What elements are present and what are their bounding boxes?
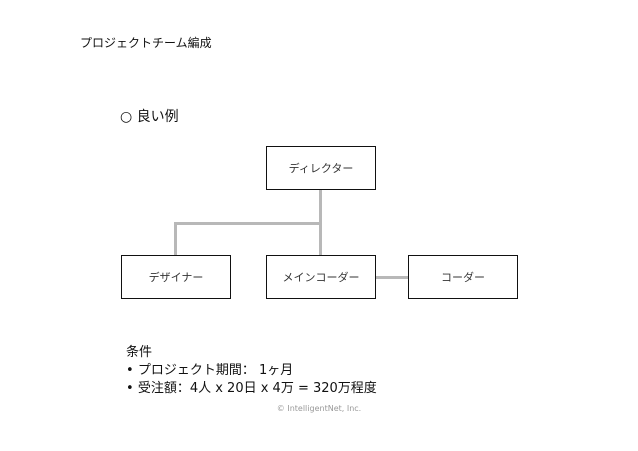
designer-box: デザイナー (121, 255, 231, 299)
conditions-block: 条件 プロジェクト期間： 1ヶ月 受注額：4人 x 20日 x 4万 = 320… (126, 344, 377, 398)
copyright: © IntelligentNet, Inc. (276, 404, 362, 413)
example-heading: ○ 良い例 (120, 109, 179, 125)
condition-item-period: プロジェクト期間： 1ヶ月 (126, 362, 377, 380)
condition-item-amount: 受注額：4人 x 20日 x 4万 = 320万程度 (126, 380, 377, 398)
connector-to-main-coder (319, 222, 322, 256)
connector-horizontal (174, 222, 322, 225)
conditions-label: 条件 (126, 345, 153, 360)
page-title: プロジェクトチーム編成 (80, 36, 212, 50)
director-box: ディレクター (266, 146, 376, 190)
connector-director-down (319, 189, 322, 224)
connector-main-coder-coder (375, 276, 409, 279)
connector-to-designer (174, 222, 177, 256)
coder-box: コーダー (408, 255, 518, 299)
main-coder-box: メインコーダー (266, 255, 376, 299)
